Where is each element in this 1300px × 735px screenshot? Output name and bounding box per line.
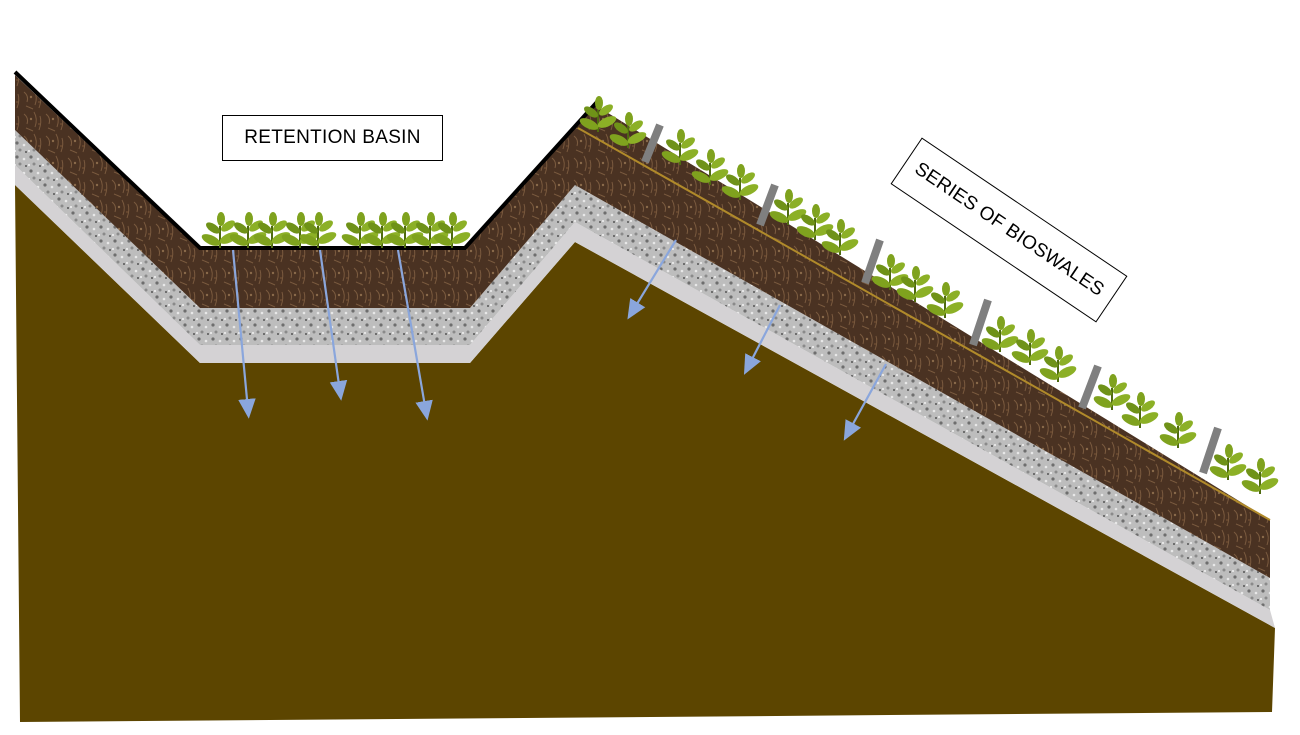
basin-outline	[13, 70, 599, 250]
bioswale-surface	[577, 127, 1271, 521]
arrow-down-icon	[231, 249, 256, 419]
check-dam-icon	[756, 183, 779, 227]
arrow-down-icon	[318, 249, 348, 401]
check-dam-icon	[1199, 426, 1222, 475]
plant-icon	[1091, 373, 1133, 412]
arrow-down-icon	[396, 249, 433, 421]
check-dam-icon	[861, 238, 884, 285]
plant-icon	[1157, 411, 1199, 450]
check-dam-icon	[1078, 364, 1102, 410]
arrow-down-icon	[843, 363, 887, 441]
arrow-down-icon	[627, 239, 677, 320]
subsoil-layer	[15, 185, 1275, 722]
check-dam-icon	[969, 298, 992, 347]
plant-icon	[1239, 457, 1281, 496]
retention-basin-label: RETENTION BASIN	[222, 115, 443, 161]
check-dams	[641, 123, 1222, 475]
plant-icon	[1009, 328, 1051, 367]
check-dam-icon	[641, 123, 664, 164]
plant-icon	[199, 211, 241, 250]
plant-icon	[251, 211, 293, 250]
topsoil-layer	[15, 75, 1270, 578]
arrow-down-icon	[743, 304, 781, 375]
infiltration-arrows	[231, 239, 887, 441]
gravel-layer	[15, 130, 1270, 610]
